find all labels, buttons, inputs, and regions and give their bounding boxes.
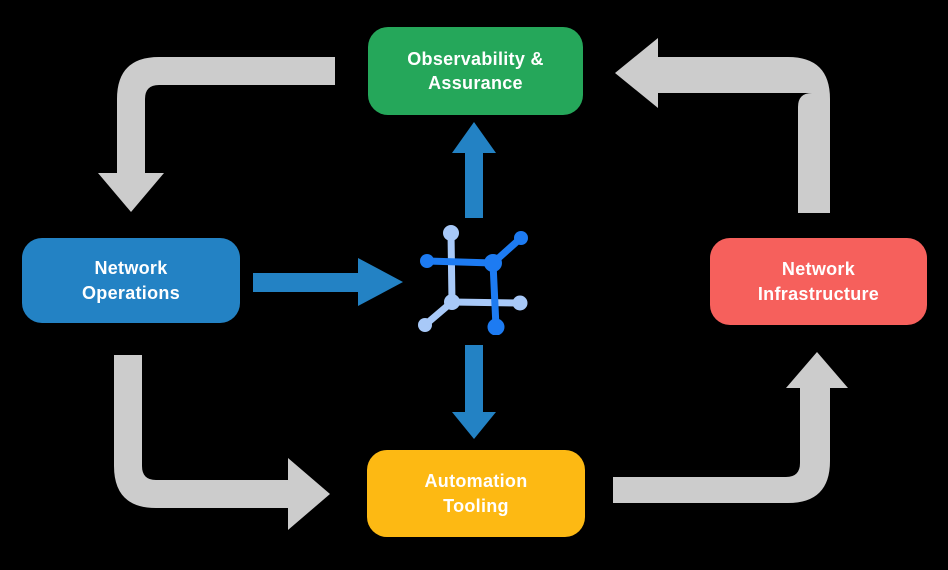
network-mesh-icon-light-branch <box>418 225 528 332</box>
node-operations-label: Network Operations <box>81 258 181 303</box>
node-observability-label: Observability & Assurance <box>407 48 544 93</box>
arrow-observability-to-operations <box>98 57 335 212</box>
arrow-operations-to-center <box>253 258 403 306</box>
node-network-infrastructure: Network Infrastructure <box>710 238 927 325</box>
node-automation-tooling: Automation Tooling <box>367 450 585 537</box>
arrow-infrastructure-to-observability <box>615 38 830 213</box>
arrow-center-to-automation <box>452 345 496 439</box>
node-infrastructure-label: Network Infrastructure <box>757 259 880 304</box>
arrow-center-to-observability <box>452 122 496 218</box>
network-mesh-icon <box>418 225 528 335</box>
node-observability-assurance: Observability & Assurance <box>368 27 583 115</box>
node-network-operations: Network Operations <box>22 238 240 323</box>
network-mesh-icon-dark-branch <box>420 231 528 335</box>
arrow-automation-to-infrastructure <box>613 352 848 503</box>
node-automation-label: Automation Tooling <box>424 471 528 516</box>
arrow-operations-to-automation <box>114 355 330 530</box>
